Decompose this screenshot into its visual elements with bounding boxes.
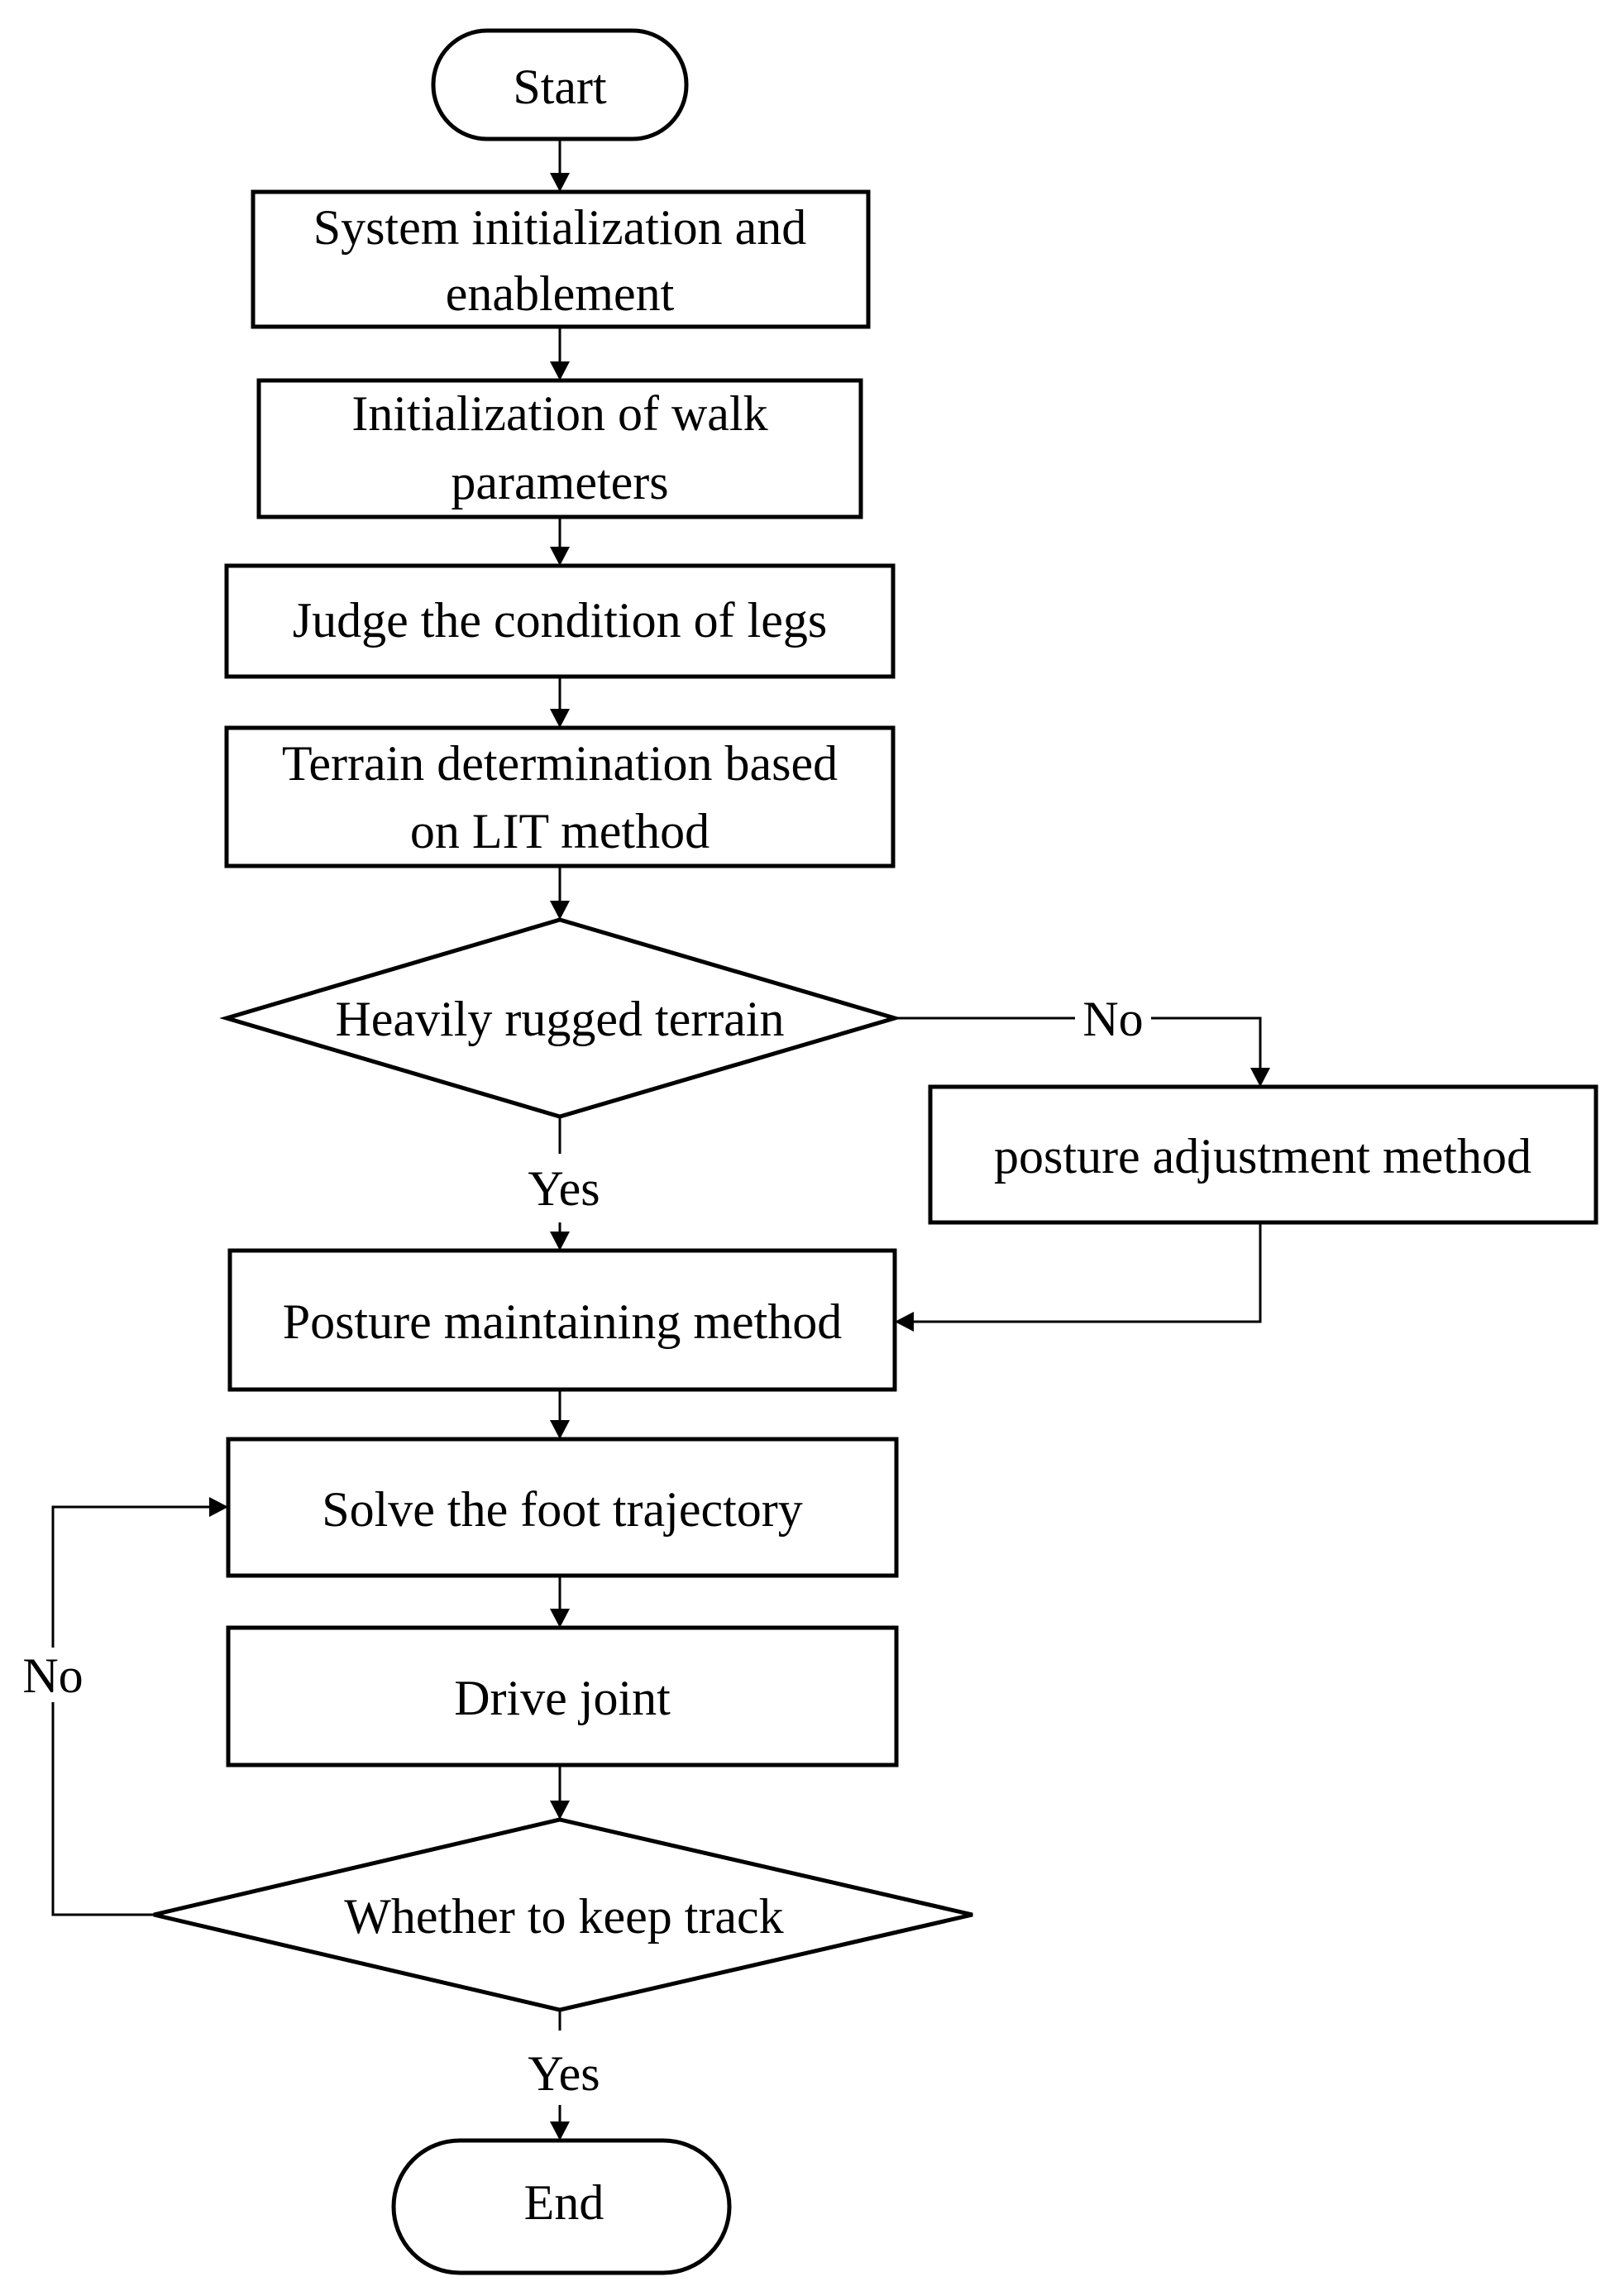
rugged-yes-label: Yes — [528, 1161, 600, 1216]
arrow-track-no-loop — [51, 1505, 212, 1916]
start-node: Start — [431, 28, 689, 141]
arrowhead-down-icon — [550, 1801, 570, 1820]
solve-foot-node: Solve the foot trajectory — [226, 1437, 899, 1578]
start-label: Start — [513, 60, 607, 114]
arrowhead-down-icon — [550, 1420, 570, 1439]
track-yes-label: Yes — [528, 2046, 600, 2101]
walk-params-node: Initialization of walk parameters — [256, 378, 863, 519]
drive-joint-label: Drive joint — [454, 1671, 671, 1725]
keep-track-decision-node: Whether to keep track — [153, 1817, 973, 2012]
rugged-decision-label: Heavily rugged terrain — [335, 992, 784, 1046]
arrowhead-down-icon — [1250, 1068, 1270, 1087]
connectors — [51, 139, 1270, 2141]
arrowhead-down-icon — [550, 361, 570, 380]
walk-params-label-line2: parameters — [451, 455, 668, 509]
end-label: End — [524, 2175, 604, 2230]
walk-params-label-line1: Initialization of walk — [351, 386, 767, 441]
arrowhead-down-icon — [550, 1609, 570, 1628]
rugged-decision-node: Heavily rugged terrain — [219, 917, 902, 1119]
judge-legs-label: Judge the condition of legs — [293, 593, 828, 648]
posture-maintain-label: Posture maintaining method — [283, 1294, 843, 1349]
arrowhead-down-icon — [550, 2121, 570, 2141]
arrowhead-down-icon — [550, 1232, 570, 1251]
track-no-label: No — [22, 1648, 83, 1703]
edge-labels: No Yes No Yes — [15, 991, 1151, 2101]
arrowhead-left-icon — [895, 1312, 914, 1332]
terrain-det-node: Terrain determination based on LIT metho… — [224, 725, 896, 868]
end-node: End — [391, 2138, 732, 2275]
arrowhead-down-icon — [550, 709, 570, 728]
arrow-decision-no-to-adjust — [895, 1016, 1262, 1070]
judge-legs-node: Judge the condition of legs — [224, 563, 896, 679]
rugged-no-label: No — [1082, 992, 1143, 1046]
terrain-det-label-line1: Terrain determination based — [282, 736, 838, 791]
solve-foot-label: Solve the foot trajectory — [322, 1482, 802, 1537]
arrow-adjust-to-maintain — [911, 1222, 1262, 1323]
posture-adjust-node: posture adjustment method — [928, 1084, 1598, 1225]
arrowhead-down-icon — [550, 173, 570, 192]
system-init-node: System initialization and enablement — [251, 189, 871, 329]
drive-joint-node: Drive joint — [226, 1625, 899, 1767]
keep-track-decision-label: Whether to keep track — [344, 1889, 783, 1944]
arrowhead-right-icon — [209, 1497, 228, 1517]
arrowhead-down-icon — [550, 901, 570, 920]
posture-adjust-label: posture adjustment method — [994, 1129, 1531, 1184]
terrain-det-label-line2: on LIT method — [410, 804, 710, 859]
arrowhead-down-icon — [550, 547, 570, 566]
posture-maintain-node: Posture maintaining method — [227, 1248, 897, 1392]
system-init-label-line2: enablement — [446, 266, 675, 321]
system-init-label-line1: System initialization and — [313, 200, 807, 255]
